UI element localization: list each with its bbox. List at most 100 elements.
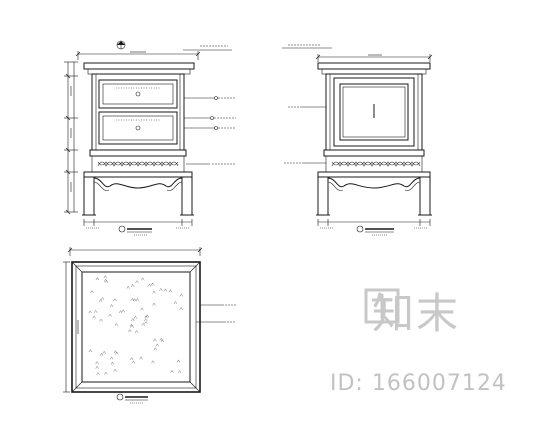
hatch-mark	[95, 365, 99, 369]
hatch-mark	[176, 359, 181, 363]
hatch-mark	[159, 337, 163, 341]
hatch-mark	[139, 356, 143, 360]
hatch-mark	[144, 315, 148, 319]
watermark-id: ID: 166007124	[330, 371, 507, 396]
hatch-mark	[150, 282, 155, 286]
zhimo-logo-icon	[364, 288, 400, 324]
hatch-mark	[92, 315, 96, 319]
plan-view-title	[116, 393, 148, 404]
hatch-mark	[153, 347, 158, 351]
front-carved-apron	[97, 161, 179, 167]
hatch-mark	[88, 349, 92, 353]
plan-side-dimension	[63, 261, 70, 393]
hatch-mark	[129, 323, 134, 327]
hatch-mark	[155, 343, 160, 347]
plan-top-dimension	[67, 247, 203, 256]
hatch-mark	[173, 301, 178, 305]
plan-stone-hatch	[88, 275, 183, 376]
hatch-mark	[102, 350, 106, 354]
hatch-mark	[147, 283, 152, 287]
hatch-mark	[113, 350, 118, 354]
hatch-mark	[100, 297, 105, 301]
hatch-mark	[110, 361, 115, 365]
hatch-mark	[99, 318, 103, 322]
hatch-mark	[134, 330, 139, 334]
hatch-mark	[135, 298, 140, 302]
hatch-mark	[95, 361, 99, 365]
hatch-mark	[104, 280, 109, 284]
hatch-mark	[98, 299, 103, 303]
hatch-mark	[133, 315, 138, 319]
hatch-mark	[135, 280, 139, 284]
front-drawer-upper	[98, 79, 178, 109]
hatch-mark	[168, 289, 173, 293]
hatch-mark	[114, 322, 119, 326]
hatch-mark	[113, 298, 117, 302]
hatch-mark	[118, 310, 123, 314]
hatch-mark	[96, 372, 100, 376]
hatch-mark	[104, 371, 108, 375]
hatch-mark	[128, 329, 132, 333]
front-elevation	[64, 40, 236, 236]
watermark-brand: 知末	[372, 289, 460, 338]
front-bottom-dimension	[83, 219, 193, 229]
hatch-mark	[129, 357, 134, 361]
side-view-title	[356, 225, 394, 236]
hatch-mark	[144, 318, 148, 322]
hatch-mark	[131, 360, 135, 364]
hatch-mark	[151, 360, 155, 364]
hatch-mark	[179, 293, 183, 297]
hatch-mark	[108, 313, 112, 317]
hatch-mark	[95, 277, 100, 281]
front-leader-notes	[184, 96, 236, 165]
side-bottom-dimension	[317, 219, 431, 229]
front-top-dimension	[75, 51, 201, 60]
hatch-mark	[144, 321, 148, 325]
front-view-title	[118, 225, 152, 236]
side-carved-apron	[331, 161, 421, 167]
hatch-mark	[133, 298, 137, 302]
hatch-mark	[93, 309, 98, 313]
front-top-note	[183, 45, 232, 51]
hatch-mark	[126, 285, 130, 289]
hatch-mark	[131, 283, 135, 287]
hatch-mark	[170, 370, 174, 374]
hatch-mark	[153, 338, 157, 342]
hatch-mark	[109, 304, 114, 308]
hatch-mark	[159, 288, 163, 292]
hatch-mark	[141, 277, 145, 281]
side-top-dimension	[315, 54, 433, 62]
hatch-mark	[99, 352, 104, 356]
side-top-note	[282, 44, 332, 49]
hatch-mark	[88, 310, 92, 314]
front-drawer-lower	[98, 111, 178, 145]
side-legs	[316, 176, 432, 216]
hatch-mark	[163, 288, 168, 292]
hatch-mark	[177, 370, 182, 374]
top-plan	[63, 247, 236, 404]
hatch-mark	[145, 314, 150, 318]
hatch-mark	[90, 290, 94, 294]
side-elevation	[282, 44, 433, 236]
front-legs	[82, 176, 194, 216]
hatch-mark	[121, 309, 125, 313]
watermark: 知末 ID: 166007124	[330, 288, 507, 396]
hatch-mark	[130, 297, 134, 301]
front-section-marker-icon	[116, 40, 126, 50]
front-height-dimensions	[64, 61, 78, 215]
hatch-mark	[103, 275, 107, 279]
hatch-mark	[104, 278, 108, 282]
hatch-mark	[152, 302, 156, 306]
side-raised-panel	[333, 77, 415, 147]
hatch-mark	[131, 318, 135, 322]
side-leader-notes	[284, 106, 326, 164]
hatch-mark	[115, 351, 119, 355]
plan-leader-notes	[196, 304, 236, 323]
hatch-mark	[141, 322, 145, 326]
hatch-mark	[179, 306, 183, 310]
hatch-mark	[140, 307, 144, 311]
hatch-mark	[109, 356, 114, 360]
hatch-mark	[152, 290, 156, 294]
